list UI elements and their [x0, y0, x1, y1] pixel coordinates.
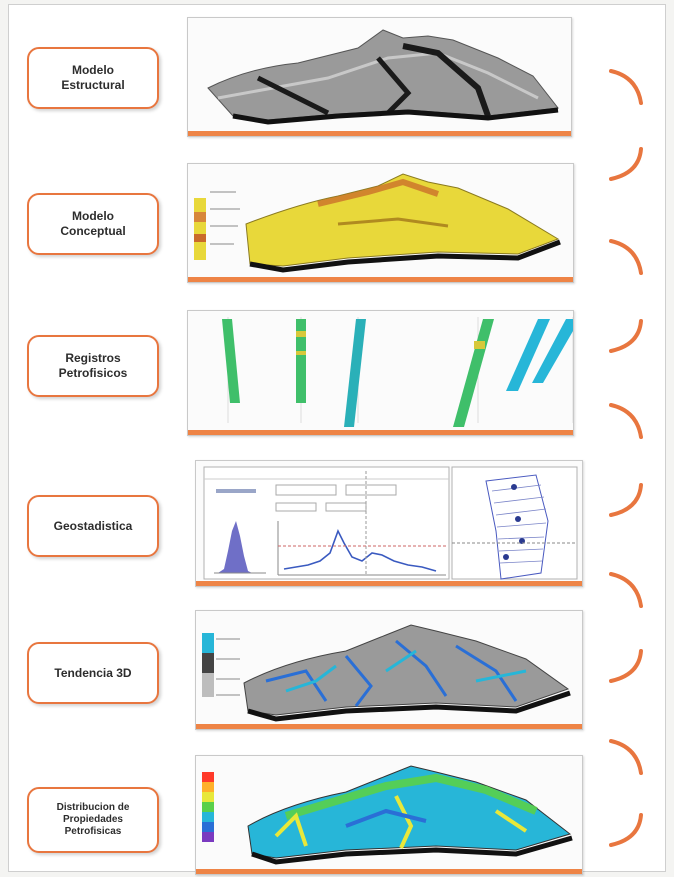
panel-tendencia-3d [195, 610, 583, 730]
curved-arrow-icon [607, 570, 647, 610]
panel-underline [196, 581, 582, 586]
panel-geostadistica [195, 460, 583, 587]
curved-arrow-icon [607, 67, 647, 107]
gray-terrain-model-image [188, 18, 571, 136]
step-label-distribucion-propiedades: Distribucion de Propiedades Petrofisicas [27, 787, 159, 853]
yellow-facies-model-image [188, 164, 573, 282]
panel-underline [196, 724, 582, 729]
step-label-modelo-conceptual: Modelo Conceptual [27, 193, 159, 255]
curved-arrow-icon [607, 647, 647, 687]
step-3-label: Registros Petrofisicos [59, 351, 128, 381]
curved-arrow-icon [607, 237, 647, 277]
step-label-geostadistica: Geostadistica [27, 495, 159, 557]
workflow-figure: Modelo Estructural Modelo Conceptual [8, 4, 666, 872]
step-5-label: Tendencia 3D [54, 666, 131, 681]
curved-arrow-icon [607, 401, 647, 441]
step-6-label: Distribucion de Propiedades Petrofisicas [57, 802, 130, 838]
step-label-modelo-estructural: Modelo Estructural [27, 47, 159, 109]
step-label-registros-petrofisicos: Registros Petrofisicos [27, 335, 159, 397]
step-label-tendencia-3d: Tendencia 3D [27, 642, 159, 704]
curved-arrow-icon [607, 737, 647, 777]
step-2-label: Modelo Conceptual [60, 209, 125, 239]
property-distribution-model-image [196, 756, 582, 874]
panel-underline [188, 430, 573, 435]
panel-modelo-estructural [187, 17, 572, 137]
well-log-tracks-image [188, 311, 573, 435]
step-4-label: Geostadistica [54, 519, 133, 534]
panel-underline [188, 277, 573, 282]
step-1-label: Modelo Estructural [61, 63, 124, 93]
curved-arrow-icon [607, 317, 647, 357]
curved-arrow-icon [607, 145, 647, 185]
panel-registros-petrofisicos [187, 310, 574, 436]
panel-distribucion-propiedades [195, 755, 583, 875]
panel-underline [188, 131, 571, 136]
panel-underline [196, 869, 582, 874]
curved-arrow-icon [607, 481, 647, 521]
blue-trend-model-image [196, 611, 582, 729]
panel-modelo-conceptual [187, 163, 574, 283]
variogram-histogram-panel-image [196, 461, 582, 586]
curved-arrow-icon [607, 811, 647, 851]
